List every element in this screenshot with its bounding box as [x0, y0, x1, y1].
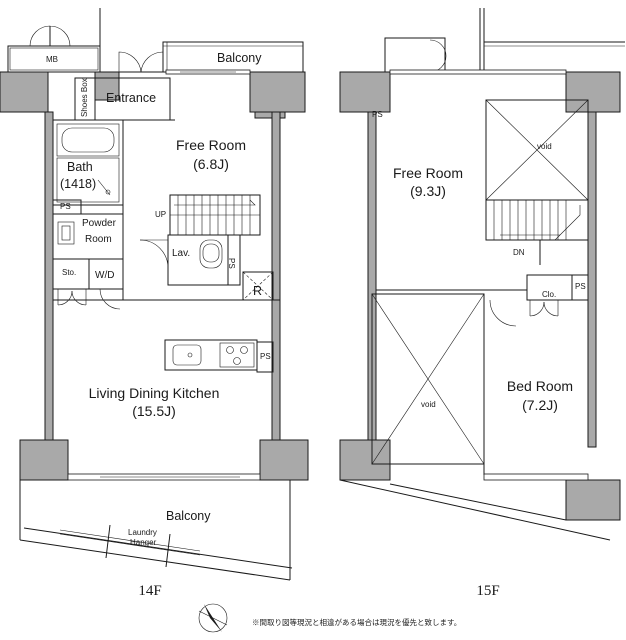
entrance-label: Entrance	[106, 91, 157, 105]
north-arrow-icon	[198, 603, 228, 633]
void-upper-label: void	[537, 142, 552, 151]
free-room-14-size: (6.8J)	[193, 156, 229, 172]
dn-label: DN	[513, 248, 525, 257]
bed-room-name: Bed Room	[506, 378, 574, 394]
free-room-15-size: (9.3J)	[410, 183, 446, 199]
ldk-name: Living Dining Kitchen	[88, 385, 220, 401]
powder-room: Room	[85, 234, 112, 245]
ps-label: PS	[575, 282, 586, 291]
ps-label: PS	[372, 110, 383, 119]
free-room-15-name: Free Room	[392, 165, 464, 181]
shoes-box-label: Shoes Box	[80, 78, 89, 117]
refrigerator-label: R	[253, 284, 263, 298]
clo-label: Clo.	[542, 290, 557, 299]
laundry-label: Laundry	[128, 528, 157, 537]
bed-room-size: (7.2J)	[522, 397, 558, 413]
lav-label: Lav.	[172, 248, 191, 259]
bath-size: (1418)	[60, 177, 97, 191]
floor-15-plan	[339, 8, 625, 541]
floor-14-plan	[0, 8, 309, 581]
floor-14-label: 14F	[138, 583, 162, 599]
ldk-size: (15.5J)	[132, 403, 176, 419]
footnote: ※間取り図等現況と相違がある場合は現況を優先と致します。	[252, 618, 462, 627]
ps-label: PS	[227, 258, 236, 269]
sto-label: Sto.	[62, 268, 77, 277]
balcony-bottom-label: Balcony	[166, 509, 211, 523]
balcony-top-label: Balcony	[217, 51, 262, 65]
free-room-14-name: Free Room	[175, 137, 247, 153]
bath-name: Bath	[67, 160, 93, 174]
floor-15-label: 15F	[476, 583, 500, 599]
powder-name: Powder	[82, 218, 116, 229]
ps-label: PS	[260, 352, 271, 361]
mb-label: MB	[46, 55, 58, 64]
wd-label: W/D	[95, 270, 115, 281]
void-lower-label: void	[421, 400, 436, 409]
up-label: UP	[155, 210, 167, 219]
hanger-label: Hanger	[130, 538, 157, 547]
ps-label: PS	[60, 202, 71, 211]
